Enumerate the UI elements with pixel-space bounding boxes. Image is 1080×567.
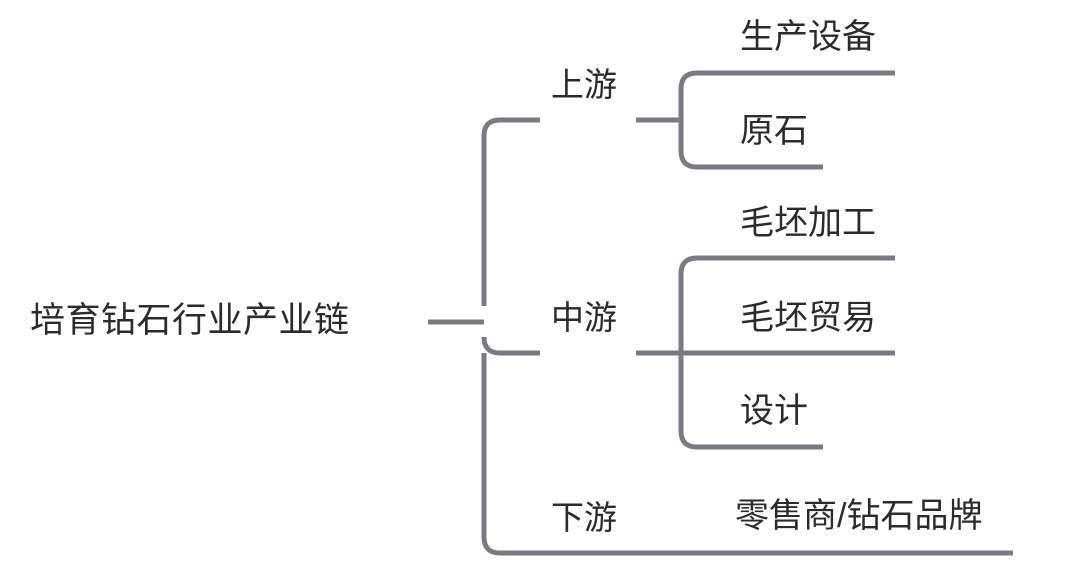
upstream-children-bracket [678,70,895,170]
root-node-label[interactable]: 培育钻石行业产业链 [30,301,350,340]
leaf-label-rough-trade[interactable]: 毛坯贸易 [740,299,876,337]
branch-label-midstream[interactable]: 中游 [551,299,617,336]
branch-label-downstream[interactable]: 下游 [551,499,617,536]
leaf-label-design[interactable]: 设计 [740,392,808,430]
leaf-label-retailer-diamond-brand[interactable]: 零售商/钻石品牌 [735,497,983,535]
branch-label-upstream[interactable]: 上游 [551,66,617,103]
leaf-label-rough-stone[interactable]: 原石 [740,112,808,150]
spine-upstream-arm [481,117,540,306]
leaf-label-rough-processing[interactable]: 毛坯加工 [740,204,876,242]
spine-midstream-arm [481,336,540,356]
leaf-label-production-equipment[interactable]: 生产设备 [740,18,876,56]
spine-downstream-arm [481,353,540,556]
